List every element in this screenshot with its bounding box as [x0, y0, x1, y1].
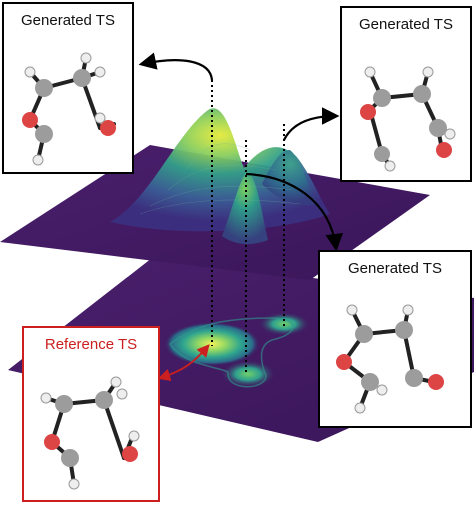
- projection-lines: [211, 80, 285, 374]
- panel-label: Generated TS: [21, 12, 115, 29]
- generated-ts-panel-top-left: Generated TS: [2, 2, 134, 174]
- contour-peak-main: [164, 322, 260, 366]
- panel-label: Reference TS: [44, 336, 138, 353]
- generated-ts-panel-top-right: Generated TS: [340, 6, 472, 182]
- ball-and-stick-molecule-icon: [336, 304, 444, 414]
- ball-and-stick-molecule-icon: [360, 66, 456, 172]
- panel-label: Generated TS: [359, 16, 453, 33]
- generated-ts-panel-mid-right: Generated TS: [318, 250, 472, 428]
- ball-and-stick-molecule-icon: [40, 376, 140, 490]
- curved-arrow-icon: [283, 107, 340, 141]
- reference-comparison-arrow-icon: [157, 344, 210, 382]
- reference-ts-panel: Reference TS: [22, 326, 160, 502]
- energy-surface: [0, 108, 430, 280]
- surface-peak-main: [110, 108, 330, 232]
- surface-peak-third: [262, 150, 318, 206]
- ball-and-stick-molecule-icon: [22, 52, 116, 166]
- surface-peak-secondary: [222, 170, 268, 245]
- curved-arrow-icon: [245, 172, 343, 252]
- panel-label: Generated TS: [348, 260, 442, 277]
- curved-arrow-icon: [138, 52, 214, 81]
- contour-peak-secondary: [220, 360, 276, 388]
